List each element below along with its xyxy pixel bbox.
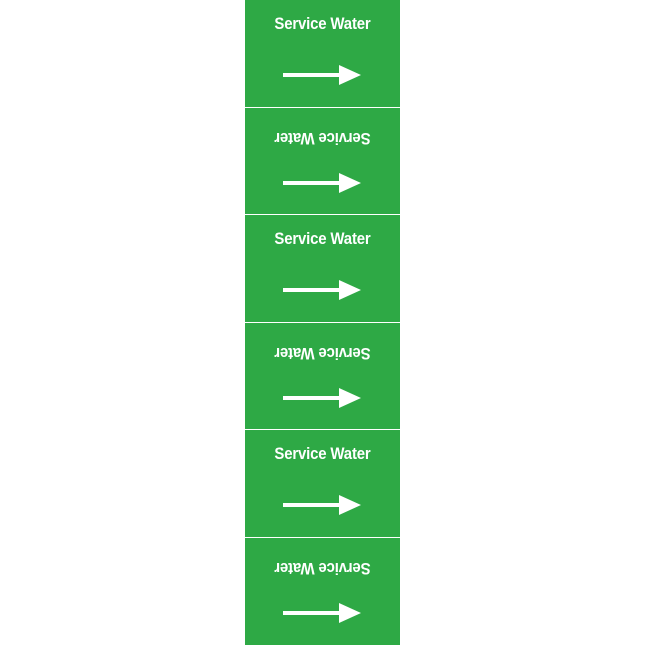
pipe-marker-label: Service Water (245, 322, 400, 430)
right-arrow-icon (283, 65, 361, 85)
right-arrow-icon (283, 280, 361, 300)
right-arrow-icon (283, 387, 361, 408)
pipe-marker-strip: Service Water Service Water Service Wate… (245, 0, 400, 645)
pipe-marker-label: Service Water (245, 215, 400, 323)
label-text: Service Water (274, 343, 371, 363)
label-text: Service Water (274, 229, 371, 248)
label-text: Service Water (274, 14, 371, 33)
right-arrow-icon (283, 602, 361, 623)
pipe-marker-label: Service Water (245, 107, 400, 215)
pipe-marker-label: Service Water (245, 430, 400, 538)
pipe-marker-label: Service Water (245, 0, 400, 108)
label-text: Service Water (274, 444, 371, 463)
right-arrow-icon (283, 172, 361, 193)
label-text: Service Water (274, 558, 371, 578)
label-text: Service Water (274, 128, 371, 148)
right-arrow-icon (283, 495, 361, 515)
pipe-marker-label: Service Water (245, 537, 400, 645)
